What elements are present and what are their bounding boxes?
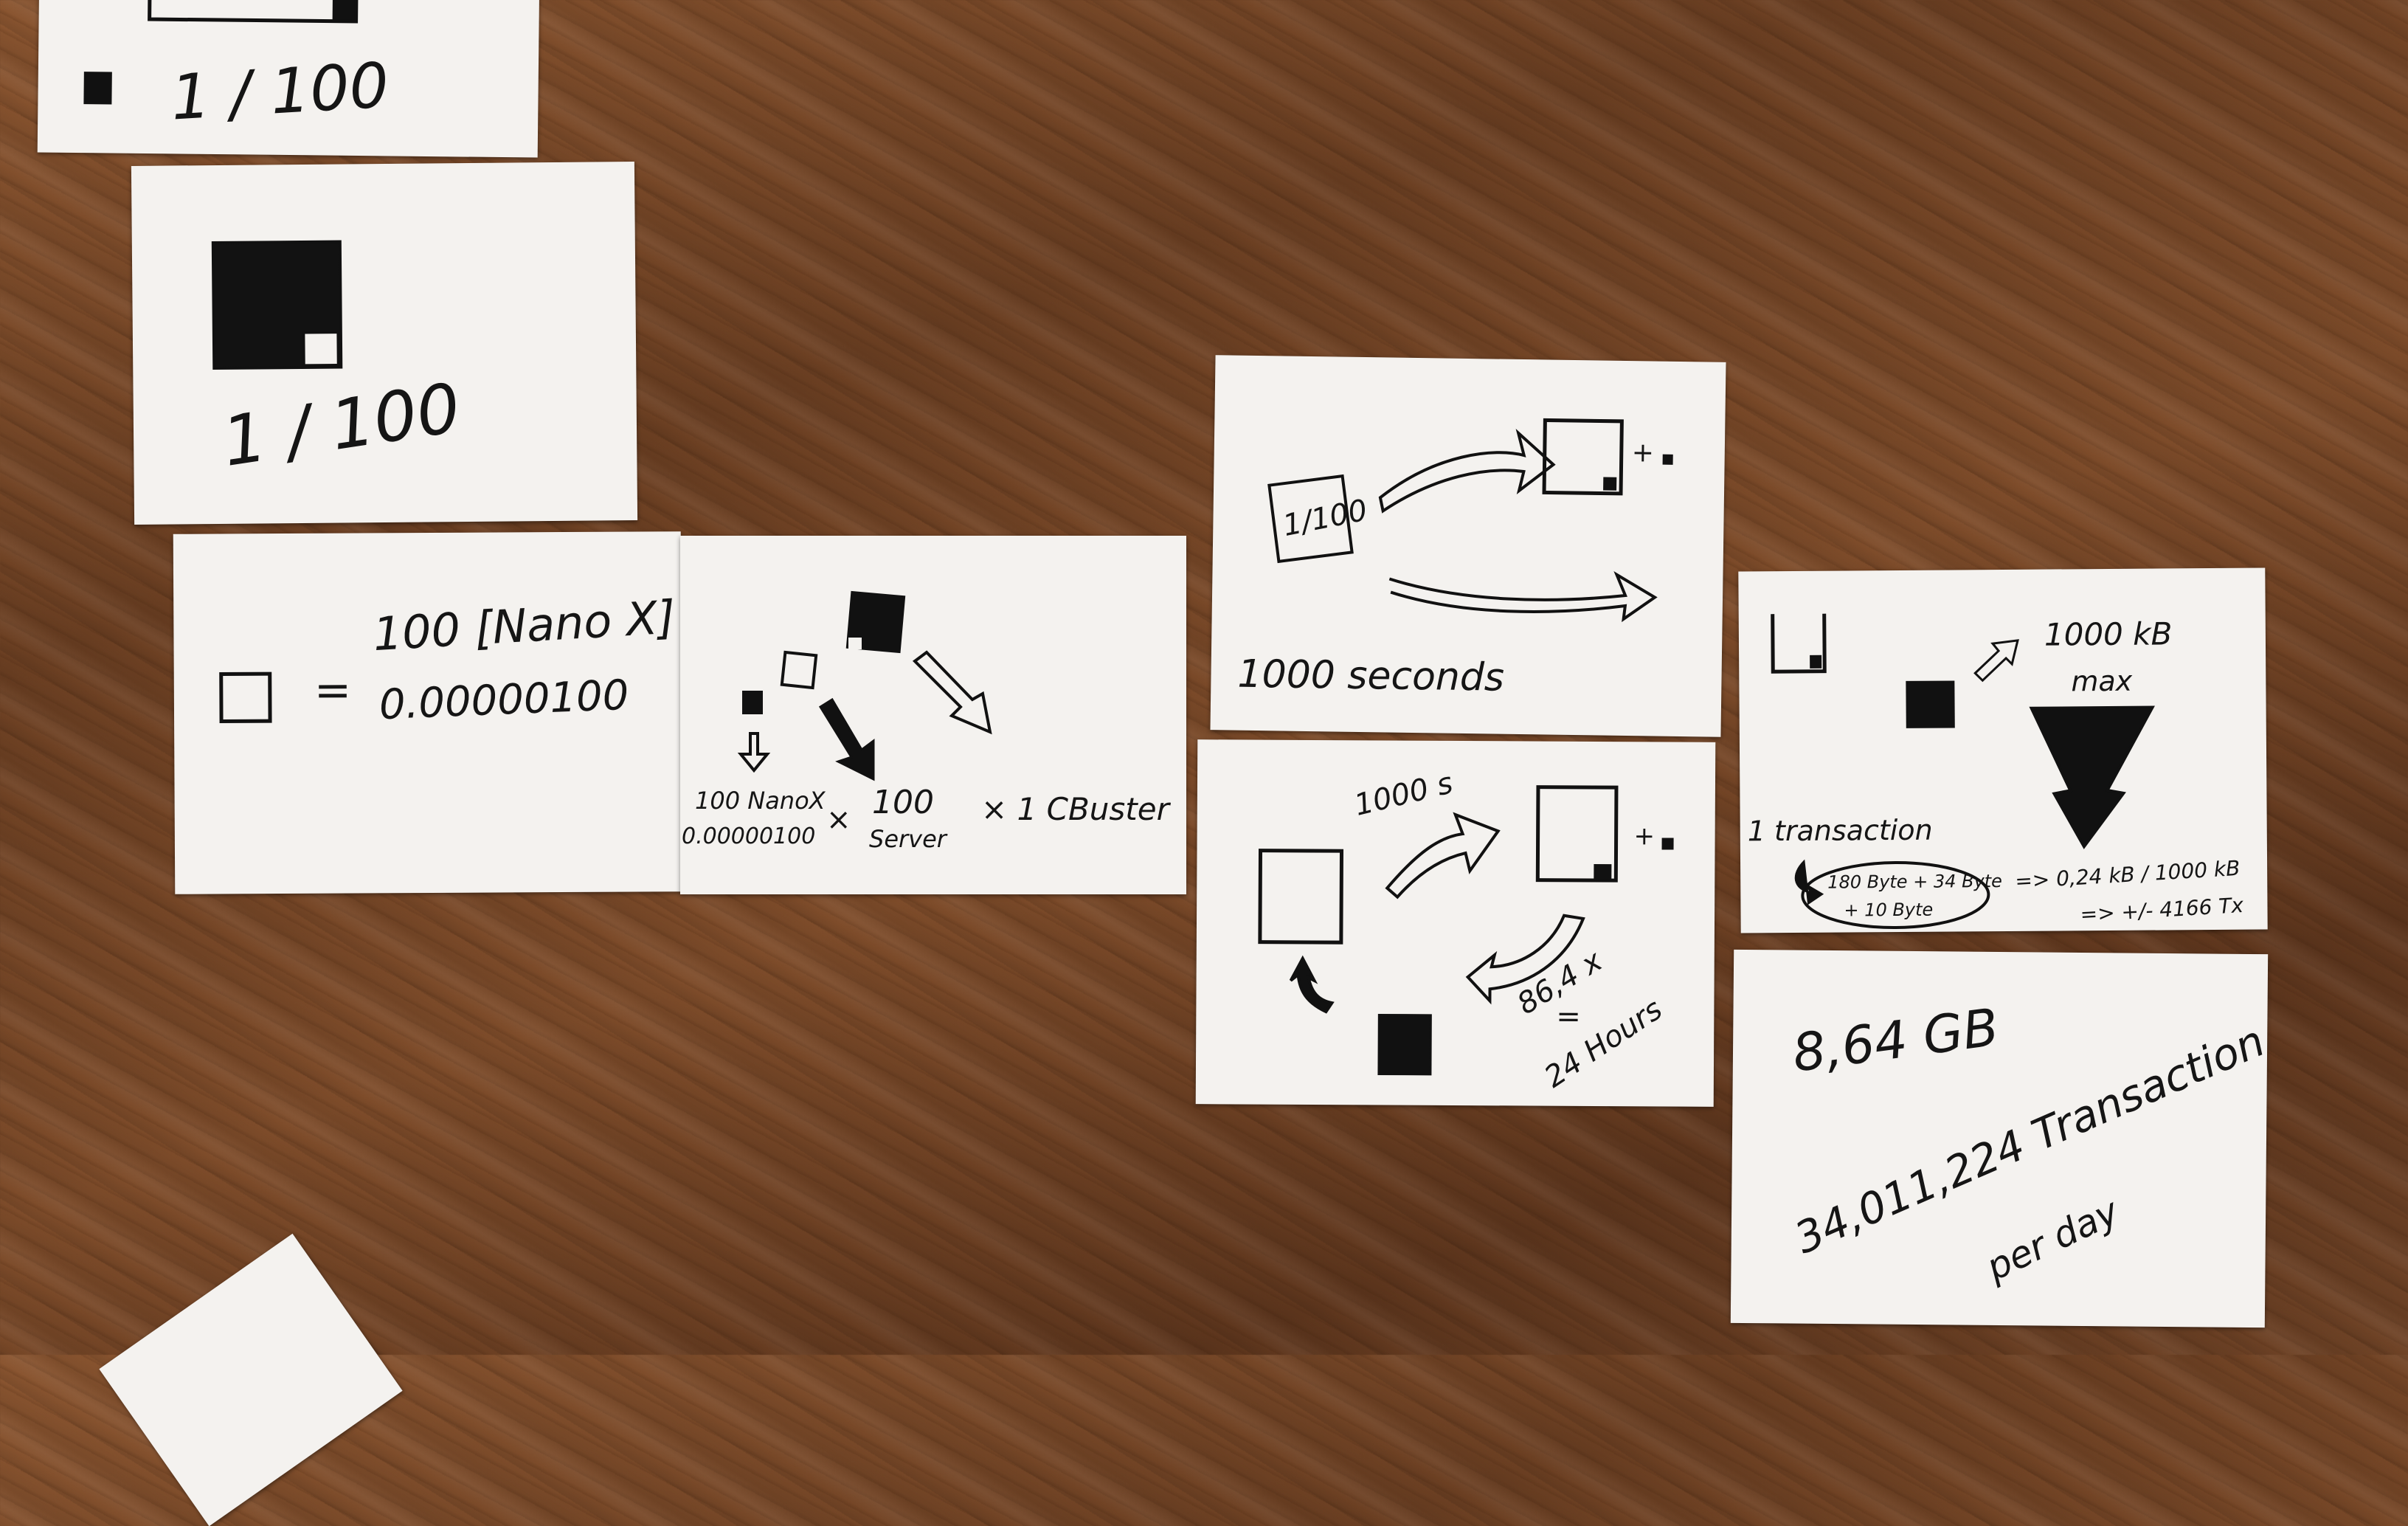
card-b: 1 / 100 — [131, 162, 638, 525]
card-a-fraction: 1 / 100 — [168, 49, 391, 134]
card-corner — [99, 1233, 403, 1526]
card-e: 1/100 + 1000 seconds — [1210, 355, 1726, 737]
card-c-equals: = — [314, 664, 352, 717]
card-d-times1: × — [826, 803, 851, 837]
card-f-plus: + — [1633, 821, 1656, 852]
card-g: 1000 kB max 1 transaction 180 Byte + 34 … — [1738, 567, 2268, 933]
card-b-sketch — [211, 240, 343, 370]
card-f-sketch — [1258, 785, 1674, 1076]
card-g-transaction: 1 transaction — [1747, 813, 1933, 848]
card-c: = 100 [Nano X] 0.00000100 — [173, 531, 683, 894]
card-d-sketch — [737, 590, 992, 781]
card-h: 8,64 GB 34,011,224 Transaction per day — [1730, 949, 2272, 1328]
card-f-equals: = — [1556, 999, 1581, 1034]
card-d: 100 NanoX 0.00000100 × 100 Server × 1 CB… — [680, 536, 1186, 894]
card-g-max: max — [2071, 664, 2133, 698]
card-g-breakdown1: 180 Byte + 34 Byte — [1827, 871, 2003, 893]
card-a-sketch — [83, 0, 359, 105]
card-d-nanox: 100 NanoX — [695, 787, 826, 815]
card-h-per-day: per day — [1979, 1190, 2125, 1289]
card-c-sketch — [219, 671, 272, 723]
card-e-sketch — [1267, 418, 1673, 623]
card-g-sketch — [1771, 613, 2155, 930]
card-e-plus: + — [1631, 438, 1655, 469]
card-a: 1 / 100 — [37, 0, 540, 158]
card-h-gb: 8,64 GB — [1789, 996, 2002, 1084]
card-d-servers: 100 — [872, 784, 934, 821]
card-g-size: 1000 kB — [2044, 615, 2173, 653]
card-d-times2: × 1 CBuster — [981, 791, 1169, 827]
card-c-decimal: 0.00000100 — [378, 671, 630, 730]
card-d-server-label: Server — [869, 825, 947, 853]
card-f: 1000 s + 86,4 x = 24 Hours — [1195, 739, 1716, 1107]
card-g-breakdown2: + 10 Byte — [1844, 899, 1934, 921]
card-e-duration: 1000 seconds — [1237, 652, 1505, 700]
card-d-decimal: 0.00000100 — [682, 824, 816, 849]
